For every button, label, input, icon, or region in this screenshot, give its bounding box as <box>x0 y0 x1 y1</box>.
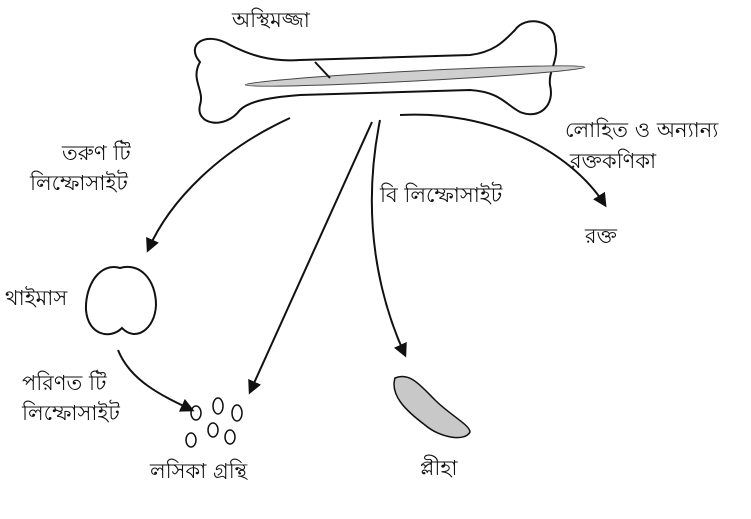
label-rbc-2: রক্তকণিকা <box>569 149 657 173</box>
label-thymus: থাইমাস <box>5 286 68 310</box>
label-b-lymphocyte: বি লিম্ফোসাইট <box>379 182 503 207</box>
arrow-to-lymph-node <box>248 121 373 395</box>
bone-marrow <box>244 65 586 87</box>
label-young-t-1: তরুণ টি <box>61 140 131 165</box>
label-mature-t-2: লিম্ফোসাইট <box>21 400 120 425</box>
arrow-to-thymus <box>146 117 291 253</box>
bone <box>193 20 586 124</box>
arrow-to-spleen <box>370 119 407 358</box>
label-bone-marrow: অস্থিমজ্জা <box>231 8 311 32</box>
label-mature-t-1: পরিণত টি <box>22 370 107 395</box>
thymus-shape <box>84 265 158 336</box>
label-young-t-2: লিম্ফোসাইট <box>29 170 128 195</box>
arrow-to-blood <box>399 113 607 208</box>
spleen-shape <box>393 375 471 439</box>
arrow-thymus-to-lymph-node <box>117 349 195 412</box>
label-blood: রক্ত <box>584 224 618 248</box>
marrow-pointer <box>314 61 331 79</box>
lymph-nodes <box>185 397 243 448</box>
label-lymph-node: লসিকা গ্রন্থি <box>149 459 249 483</box>
label-spleen: প্লীহা <box>420 455 458 480</box>
label-rbc-1: লোহিত ও অন্যান্য <box>565 118 719 142</box>
